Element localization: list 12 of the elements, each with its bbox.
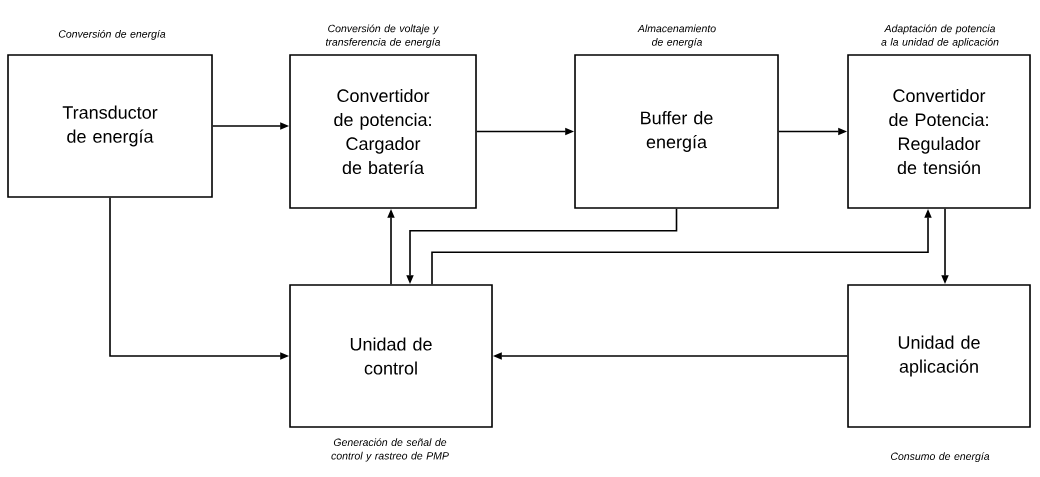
node-label: Almacenamiento de energía bbox=[637, 24, 716, 48]
process-box: Unidad de control bbox=[289, 284, 493, 428]
process-box: Convertidor de potencia: Cargador de batería bbox=[289, 54, 477, 209]
node-label: Conversión de voltaje y transferencia de energía bbox=[326, 24, 441, 48]
node-label: Consumo de energía bbox=[891, 452, 990, 463]
process-box: Convertidor de Potencia: Regulador de tensión bbox=[847, 54, 1031, 209]
node-label: Generación de señal de control y rastreo de PMP bbox=[331, 438, 449, 462]
process-box: Transductor de energía bbox=[7, 54, 213, 198]
process-box: Buffer de energía bbox=[574, 54, 779, 209]
node-label: Conversión de energía bbox=[58, 29, 166, 40]
node-label: Adaptación de potencia a la unidad de aplicación bbox=[881, 24, 999, 48]
process-box: Unidad de aplicación bbox=[847, 284, 1031, 428]
